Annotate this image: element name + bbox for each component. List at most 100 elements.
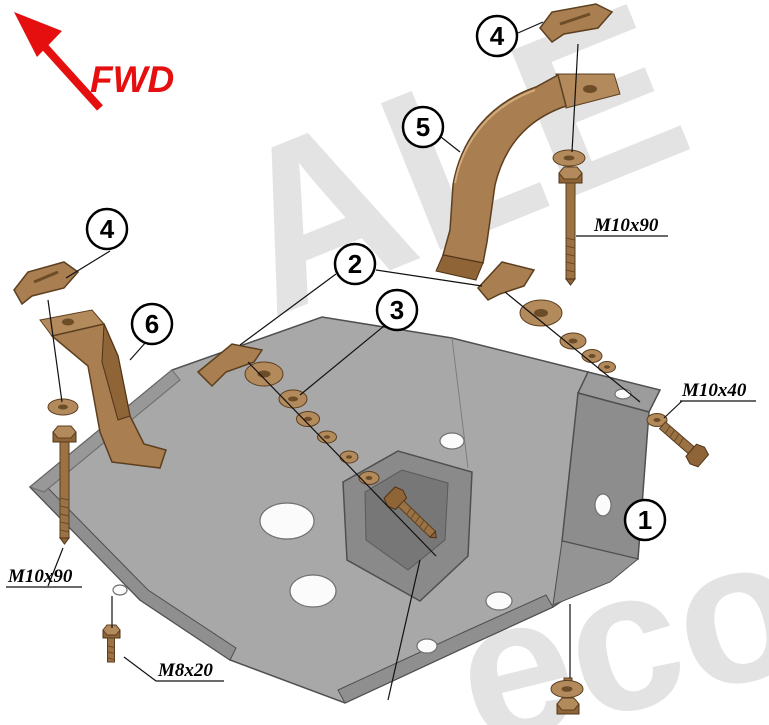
washer-chain-right — [519, 299, 616, 373]
washer-hole — [365, 476, 373, 480]
bolt-m8x20 — [102, 624, 121, 663]
bolt-thread — [59, 521, 70, 525]
clamp-part4-left — [13, 261, 80, 306]
bolt-m10x40 — [646, 413, 710, 468]
washer-hole — [346, 455, 352, 459]
right-bracket-face-hole — [594, 493, 612, 517]
plate-hole-small-2 — [485, 591, 513, 611]
plate-crease — [451, 337, 469, 469]
clamp-part2-left — [196, 343, 264, 388]
bolt-thread — [59, 529, 70, 533]
callout-number: 2 — [348, 249, 362, 279]
bolt-center — [383, 486, 437, 539]
callout-circle — [85, 207, 129, 251]
bolt-tip — [428, 530, 437, 539]
axis-left-assembly — [47, 299, 63, 403]
washer-hole — [534, 309, 548, 317]
clamp-left-body — [13, 261, 80, 306]
center-bracket-face — [364, 469, 449, 571]
bolt-shaft — [107, 637, 115, 663]
bracket6-shadow — [101, 323, 131, 421]
callout-2: 2 — [333, 242, 377, 286]
bolt-tip — [59, 537, 70, 545]
label-text: M10x40 — [681, 380, 747, 401]
bolt-thread — [107, 645, 115, 648]
bolt-thread — [410, 511, 416, 520]
label-m10x90-left: M10x90 — [6, 547, 82, 588]
clamp-part2-right — [477, 261, 536, 301]
callout-circle — [333, 242, 377, 286]
callout-3: 3 — [375, 288, 419, 332]
fwd-indicator: FWD — [14, 12, 174, 111]
washer-hole — [323, 435, 331, 439]
bolt-thread — [59, 505, 70, 509]
bolt-thread — [565, 269, 576, 273]
bolt-thread — [678, 437, 685, 446]
washer-hole — [568, 338, 578, 344]
bolt-thread — [669, 429, 675, 438]
bolt-thread — [419, 520, 425, 528]
callout-number: 6 — [145, 309, 159, 339]
bolt-head-top — [102, 624, 121, 636]
bolt-head — [685, 443, 710, 468]
callout-1: 1 — [623, 498, 667, 542]
clamp-left-slot — [33, 270, 59, 284]
leader-center-bolt — [387, 559, 421, 701]
bolt-thread — [59, 497, 70, 501]
bolt-m10x90-right — [552, 149, 586, 286]
callout-5: 5 — [401, 105, 445, 149]
washer-hole — [288, 396, 298, 402]
washer-hole — [58, 404, 68, 410]
bolt-shaft — [565, 182, 576, 280]
fwd-label: FWD — [90, 59, 174, 100]
washer-hole — [304, 416, 312, 422]
plate-hole-small-4 — [112, 584, 128, 596]
leader-callout5 — [440, 136, 461, 153]
leader-callout6 — [129, 341, 147, 361]
bolt-thread — [107, 651, 115, 654]
bracket-part5 — [435, 73, 621, 281]
callout-circle — [375, 288, 419, 332]
label-text: M10x90 — [7, 566, 73, 587]
washer-hole — [588, 354, 596, 358]
bolt-tip — [565, 278, 576, 286]
bolt-size-labels: M10x90 M10x40 M10x90 M8x20 — [6, 215, 756, 682]
bolt-thread — [565, 253, 576, 257]
axis-right-washers — [504, 291, 641, 403]
fwd-arrow-shaft — [41, 43, 103, 111]
plate-fold-bottom-right — [337, 594, 554, 704]
leader-callout4-left — [65, 250, 111, 279]
callout-circle — [623, 498, 667, 542]
bolt-thread — [673, 433, 680, 442]
callout-6: 6 — [130, 302, 174, 346]
bolt-thread — [423, 524, 429, 532]
washer-hole — [561, 686, 573, 692]
right-bracket-tab-hole — [614, 388, 632, 400]
bolt-thread — [59, 513, 70, 517]
leader-lines — [47, 21, 641, 701]
clamp-top-slot — [559, 12, 591, 26]
bolt-thread — [565, 237, 576, 241]
label-text: M8x20 — [157, 660, 213, 681]
bracket5-foot — [435, 254, 484, 281]
bolt-thread — [107, 657, 115, 660]
callout-circle — [475, 14, 519, 58]
callouts: 4 5 2 3 4 6 1 — [85, 14, 667, 542]
bolt-m10x90-left — [47, 398, 79, 545]
fwd-arrow-head — [14, 12, 62, 57]
bolt-thread — [565, 261, 576, 265]
bolt-head-top — [558, 166, 583, 180]
bolt-bottom-right — [550, 677, 584, 715]
right-bracket-base — [552, 540, 640, 606]
label-leader — [663, 400, 683, 419]
callout-number: 4 — [100, 214, 115, 244]
clamp-part4-top — [539, 3, 614, 43]
bracket6-flange-hole — [62, 318, 74, 326]
callout-number: 1 — [638, 505, 652, 535]
clamp-top-body — [539, 3, 614, 43]
leader-callout3 — [299, 325, 385, 396]
washer-hole — [604, 365, 610, 369]
callout-number: 3 — [390, 295, 404, 325]
bolt-thread — [565, 245, 576, 249]
